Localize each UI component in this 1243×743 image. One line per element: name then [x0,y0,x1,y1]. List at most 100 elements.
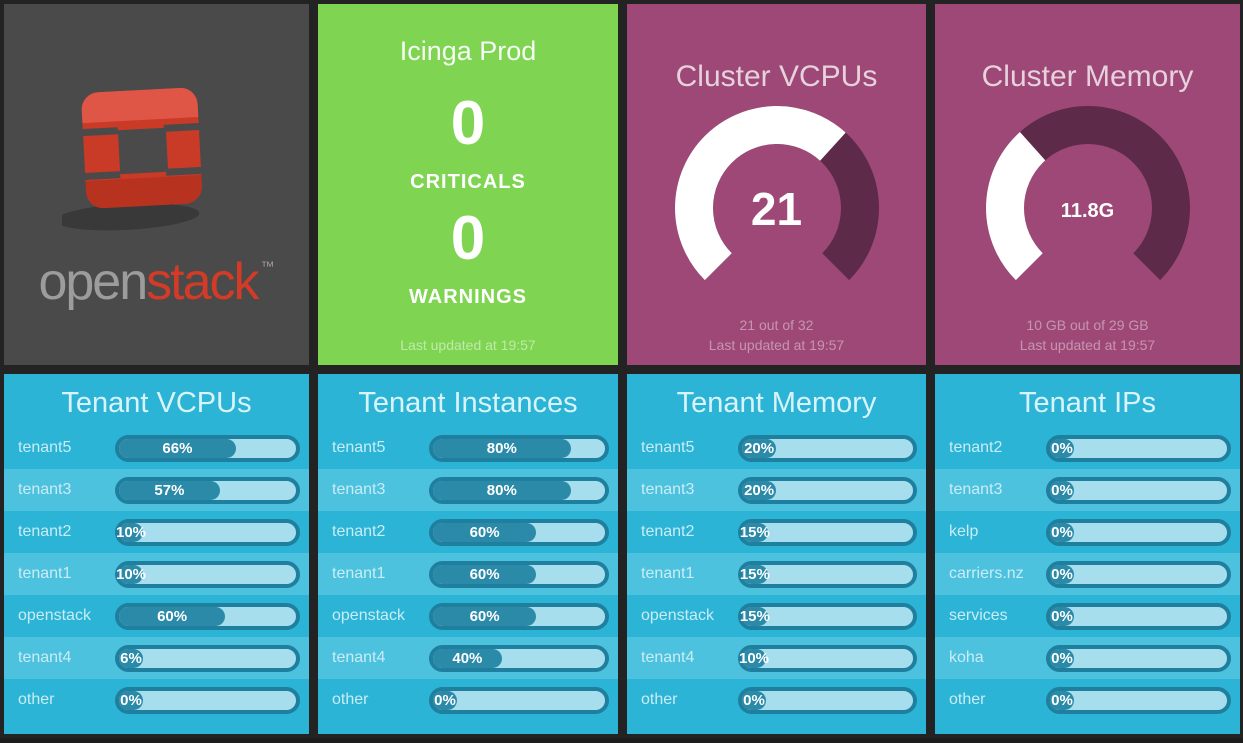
progress-percent: 10% [738,649,770,667]
progress-bar: 20% [738,434,917,462]
progress-percent: 57% [154,481,185,499]
tenant-name: services [949,607,1008,624]
progress-bar-fill [742,690,766,710]
progress-bar: 60% [115,602,300,630]
tile-title: Tenant VCPUs [61,387,252,419]
last-updated: Last updated at 19:57 [400,337,536,353]
tile-tenant-vcpus: Tenant VCPUs tenant5 66% tenant3 57% [4,374,309,734]
progress-bar: 66% [115,434,300,462]
tenant-name: carriers.nz [949,565,1024,582]
progress-bar-fill [742,564,768,584]
tenant-usage-row: tenant5 20% [627,427,926,469]
tenant-name: tenant2 [18,523,72,540]
tenant-name: tenant4 [18,649,72,666]
tenant-name: tenant1 [332,565,386,582]
tenant-rows: tenant5 20% tenant3 20% tenant2 [627,427,926,721]
trademark-symbol: ™ [260,258,275,274]
progress-bar-fill [742,606,768,626]
tenant-name: tenant4 [332,649,386,666]
tenant-usage-row: openstack 60% [318,595,618,637]
tenant-usage-row: koha 0% [935,637,1240,679]
criticals-label: CRITICALS [410,171,526,193]
tile-tenant-memory: Tenant Memory tenant5 20% tenant3 20% [627,374,926,734]
progress-bar-fill [742,648,766,668]
progress-bar: 0% [1046,476,1231,504]
progress-bar: 80% [429,476,609,504]
progress-bar-fill [433,690,457,710]
progress-percent: 0% [743,691,765,709]
progress-bar: 20% [738,476,917,504]
tenant-usage-row: tenant5 80% [318,427,618,469]
tenant-name: tenant2 [332,523,386,540]
progress-bar: 40% [429,644,609,672]
progress-bar: 0% [115,686,300,714]
progress-percent: 60% [469,565,500,583]
tenant-usage-row: tenant4 10% [627,637,926,679]
tenant-usage-row: other 0% [4,679,309,721]
last-updated: Last updated at 19:57 [1019,337,1156,353]
gauge-arc [985,106,1190,281]
progress-bar: 60% [429,560,609,588]
progress-bar-fill [742,522,768,542]
icinga-title: Icinga Prod [399,36,537,66]
tenant-name: tenant2 [641,523,695,540]
tenant-name: other [332,691,369,708]
gauge-value: 11.8G [1060,200,1115,222]
progress-percent: 80% [486,439,517,457]
tenant-name: openstack [332,607,405,624]
progress-percent: 0% [1051,649,1073,667]
tenant-usage-row: tenant5 66% [4,427,309,469]
tenant-usage-row: other 0% [627,679,926,721]
progress-bar: 15% [738,518,917,546]
tenant-name: openstack [18,607,91,624]
progress-bar-fill [119,522,143,542]
tenant-name: tenant3 [949,481,1003,498]
tenant-usage-row: other 0% [935,679,1240,721]
progress-bar-fill [1050,648,1074,668]
gauge-arc [674,106,879,281]
tenant-name: tenant3 [18,481,72,498]
tenant-usage-row: tenant3 80% [318,469,618,511]
progress-bar-fill [119,438,236,458]
progress-percent: 20% [744,481,775,499]
tenant-name: tenant1 [18,565,72,582]
progress-percent: 15% [739,565,770,583]
progress-bar: 0% [1046,644,1231,672]
gauge-footer: 10 GB out of 29 GB Last updated at 19:57 [935,315,1240,355]
tenant-usage-row: tenant2 10% [4,511,309,553]
progress-percent: 60% [469,607,500,625]
tenant-rows: tenant2 0% tenant3 0% kelp [935,427,1240,721]
progress-bar: 0% [1046,560,1231,588]
gauge-title: Cluster VCPUs [675,60,878,93]
tenant-name: tenant5 [332,439,386,456]
progress-bar-fill [1050,438,1074,458]
tenant-usage-row: tenant2 15% [627,511,926,553]
tenant-name: tenant5 [18,439,72,456]
progress-bar-fill [119,564,143,584]
progress-percent: 10% [115,565,147,583]
progress-bar: 0% [738,686,917,714]
progress-bar-fill [433,438,571,458]
progress-bar-fill [742,480,777,500]
progress-bar-fill [433,606,537,626]
progress-bar: 0% [1046,518,1231,546]
progress-bar-fill [433,648,502,668]
criticals-value: 0 [450,89,486,158]
progress-bar-fill [742,438,777,458]
tenant-usage-row: tenant3 0% [935,469,1240,511]
tenant-name: tenant1 [641,565,695,582]
warnings-label: WARNINGS [409,286,527,308]
progress-bar-fill [119,606,226,626]
tile-title: Tenant Instances [358,387,578,419]
progress-bar: 60% [429,518,609,546]
progress-bar: 60% [429,602,609,630]
progress-bar: 0% [1046,434,1231,462]
progress-bar-fill [119,648,143,668]
progress-bar: 80% [429,434,609,462]
progress-bar: 15% [738,602,917,630]
progress-bar: 57% [115,476,300,504]
tile-title: Tenant Memory [676,387,877,419]
tenant-name: openstack [641,607,714,624]
